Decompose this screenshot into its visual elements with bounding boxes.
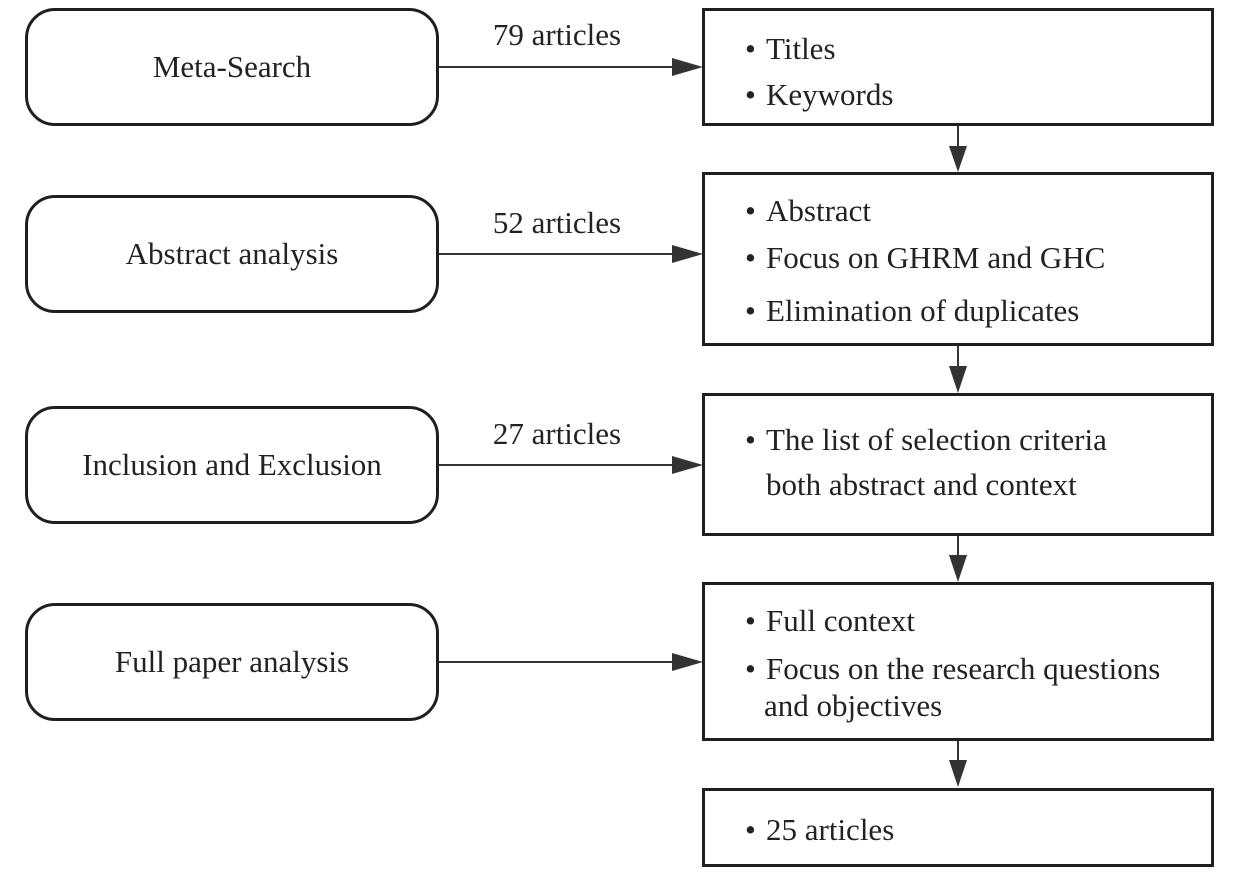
arrowhead-full-paper <box>672 653 703 671</box>
arrowhead-down-4 <box>949 760 967 787</box>
criteria-box-titles-keywords: • Titles • Keywords <box>702 8 1214 126</box>
criteria-box-abstract: • Abstract • Focus on GHRM and GHC • Eli… <box>702 172 1214 346</box>
bullet-text: Full context <box>766 603 915 638</box>
bullet-text: Focus on GHRM and GHC <box>766 240 1106 275</box>
bullet-text: The list of selection criteria <box>766 422 1107 457</box>
count-label-inclusion-exclusion: 27 articles <box>492 416 622 451</box>
arrowhead-down-2 <box>949 366 967 393</box>
stage-meta-search: Meta-Search <box>25 8 439 126</box>
criteria-box-full-context: • Full context • Focus on the research q… <box>702 582 1214 741</box>
bullet-text: 25 articles <box>766 812 895 847</box>
bullet-dot: • <box>745 603 756 638</box>
bullet-text: Abstract <box>766 193 872 228</box>
arrowhead-meta-search <box>672 58 703 76</box>
bullet-dot: • <box>745 77 756 112</box>
bullet-text: Keywords <box>766 77 894 112</box>
bullet-text: and objectives <box>764 688 943 723</box>
bullet-text: Elimination of duplicates <box>766 293 1080 328</box>
arrowhead-down-3 <box>949 555 967 582</box>
arrowhead-inclusion-exclusion <box>672 456 703 474</box>
bullet-text: Titles <box>766 31 836 66</box>
stage-full-paper-analysis: Full paper analysis <box>25 603 439 721</box>
stage-abstract-analysis: Abstract analysis <box>25 195 439 313</box>
bullet-dot: • <box>745 31 756 66</box>
stage-label: Meta-Search <box>152 49 312 84</box>
arrowhead-abstract-analysis <box>672 245 703 263</box>
count-label-abstract-analysis: 52 articles <box>492 205 622 240</box>
bullet-dot: • <box>745 193 756 228</box>
stage-inclusion-exclusion: Inclusion and Exclusion <box>25 406 439 524</box>
bullet-dot: • <box>745 422 756 457</box>
bullet-text: both abstract and context <box>766 467 1077 502</box>
stage-label: Inclusion and Exclusion <box>82 447 382 482</box>
criteria-box-selection: • The list of selection criteria both ab… <box>702 393 1214 536</box>
arrowhead-down-1 <box>949 146 967 172</box>
bullet-text: Focus on the research questions <box>766 651 1161 686</box>
stage-label: Full paper analysis <box>114 644 350 679</box>
criteria-box-result: • 25 articles <box>702 788 1214 867</box>
count-label-meta-search: 79 articles <box>492 17 622 52</box>
bullet-dot: • <box>745 651 756 686</box>
bullet-dot: • <box>745 812 756 847</box>
stage-label: Abstract analysis <box>125 236 339 271</box>
bullet-dot: • <box>745 240 756 275</box>
bullet-dot: • <box>745 293 756 328</box>
